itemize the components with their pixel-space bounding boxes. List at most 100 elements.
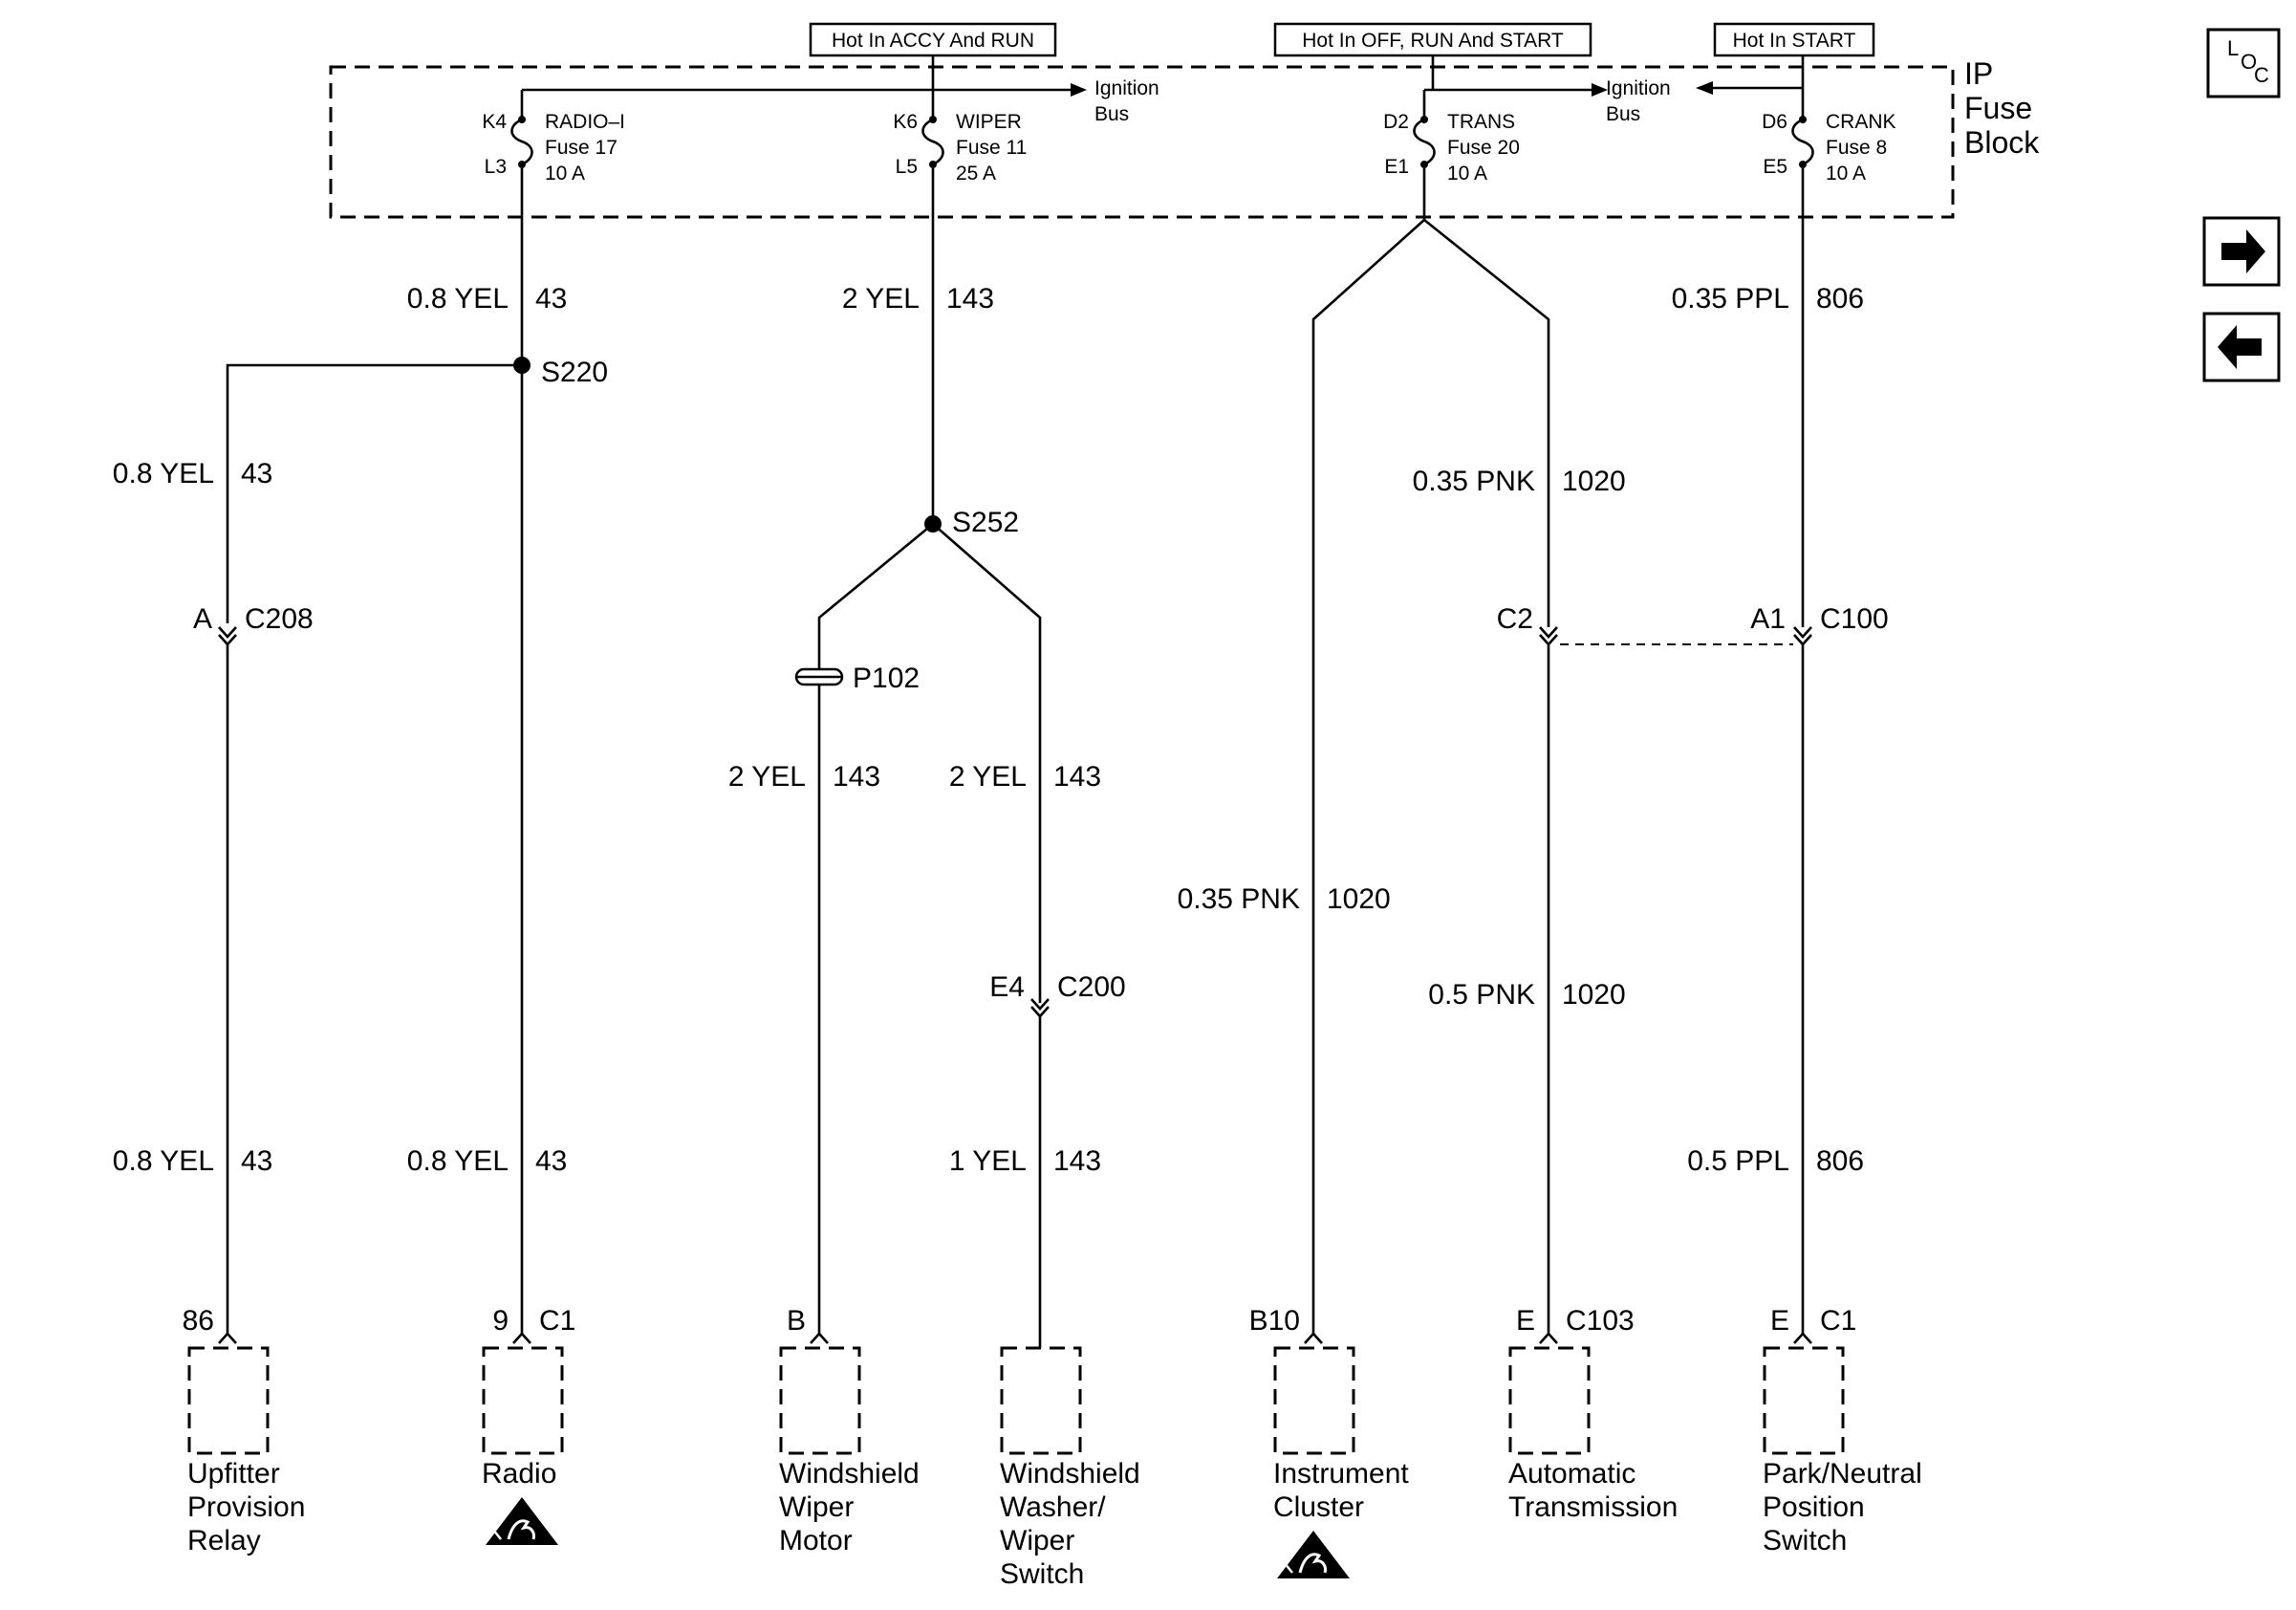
component-pin: B10	[1249, 1305, 1300, 1337]
component-label-line: Position	[1763, 1491, 1865, 1523]
component-label-line: Cluster	[1273, 1491, 1364, 1523]
component-connector: C1	[539, 1305, 575, 1337]
fuse-name: RADIO–I	[545, 111, 625, 133]
fuse-in-pin: D2	[1383, 111, 1409, 133]
component-label-line: Transmission	[1508, 1491, 1678, 1523]
fuse-in-pin: D6	[1762, 111, 1787, 133]
wire-upfitter-lower-circuit: 43	[241, 1145, 272, 1177]
splice-s252-label: S252	[952, 507, 1019, 538]
ip-fuse-block-label: IP Fuse Block	[1964, 56, 2040, 160]
connector-c200-name: C200	[1057, 971, 1126, 1003]
splice-s220-label: S220	[541, 357, 608, 388]
fuse-out-pin: L5	[896, 156, 918, 178]
component-label-line: Automatic	[1508, 1458, 1635, 1490]
component-pin: 86	[183, 1305, 214, 1337]
fuse-name: TRANS	[1447, 111, 1515, 133]
wire-radio-main-gauge: 0.8 YEL	[407, 283, 509, 315]
hot-label-accy-run: Hot In ACCY And RUN	[809, 22, 1057, 57]
ignition-bus-arrow-1	[1071, 83, 1087, 97]
pass-through-p102-label: P102	[853, 663, 920, 694]
component-label-line: Washer/	[1000, 1491, 1106, 1523]
connector-c208-name: C208	[245, 603, 314, 635]
connector-c100-c2-symbol	[1539, 626, 1558, 646]
component-label-line: Instrument	[1273, 1458, 1409, 1490]
component-label-line: Wiper	[779, 1491, 854, 1523]
fuse-amps: 10 A	[545, 163, 585, 185]
component-label-line: Upfitter	[187, 1458, 280, 1490]
wire-upfitter-upper-gauge: 0.8 YEL	[113, 458, 214, 490]
connector-c208-pin: A	[193, 603, 212, 635]
wire-crank-lower-circuit: 806	[1816, 1145, 1864, 1177]
fuse-name: WIPER	[956, 111, 1022, 133]
connector-c100-name: C100	[1820, 603, 1889, 635]
fuse-out-pin: L3	[485, 156, 507, 178]
wire-trans-lower-gauge: 0.5 PNK	[1428, 979, 1535, 1011]
fuse-out-pin: E1	[1384, 156, 1409, 178]
component-pin: E	[1770, 1305, 1789, 1337]
arrow-left-icon[interactable]	[2202, 312, 2281, 382]
hot-label-accy-run-text: Hot In ACCY And RUN	[832, 30, 1034, 52]
component-pin: B	[787, 1305, 806, 1337]
component-label-line: Park/Neutral	[1763, 1458, 1922, 1490]
fuse-number: Fuse 11	[956, 137, 1027, 159]
component-label-line: Relay	[187, 1525, 261, 1556]
ignition-bus-arrow-3	[1696, 81, 1713, 95]
fuse-in-pin: K4	[482, 111, 507, 133]
wire-washer-lower-circuit: 143	[1053, 1145, 1101, 1177]
pass-through-p102	[794, 667, 844, 686]
ignition-bus-label-2: Ignition Bus	[1606, 77, 1671, 125]
wire-cluster-gauge: 0.35 PNK	[1178, 883, 1300, 915]
fuse-name: CRANK	[1826, 111, 1896, 133]
esd-warning-icon	[1277, 1531, 1350, 1578]
ignition-bus-label-1: Ignition Bus	[1094, 77, 1159, 125]
component-connector: C103	[1566, 1305, 1635, 1337]
wire-cluster-circuit: 1020	[1327, 883, 1391, 915]
component-label-line: Motor	[779, 1525, 853, 1556]
svg-text:O: O	[2241, 50, 2257, 74]
component-label-line: Switch	[1763, 1525, 1847, 1556]
fuse-amps: 25 A	[956, 163, 996, 185]
arrow-right-icon[interactable]	[2202, 216, 2281, 287]
wire-wiper-main-gauge: 2 YEL	[842, 283, 920, 315]
component-label-line: Wiper	[1000, 1525, 1074, 1556]
ignition-bus-arrow-2	[1592, 83, 1608, 97]
svg-text:C: C	[2254, 63, 2269, 87]
fuse-in-pin: K6	[893, 111, 918, 133]
wire-washer-upper	[932, 523, 1042, 1003]
hot-label-off-run-start-text: Hot In OFF, RUN And START	[1302, 30, 1564, 52]
wire-washer-upper-circuit: 143	[1053, 761, 1101, 793]
svg-text:Fuse: Fuse	[1964, 91, 2032, 125]
fuse-number: Fuse 8	[1826, 137, 1887, 159]
wire-wiper-motor-gauge: 2 YEL	[728, 761, 806, 793]
fuse-amps: 10 A	[1826, 163, 1866, 185]
svg-text:Ignition: Ignition	[1094, 77, 1159, 99]
esd-warning-icon	[486, 1497, 558, 1545]
wire-radio-main-circuit: 43	[535, 283, 567, 315]
wire-wiper-main-circuit: 143	[946, 283, 994, 315]
wire-wiper-motor	[817, 522, 934, 1334]
component-pin: 9	[492, 1305, 509, 1337]
fuse-amps: 10 A	[1447, 163, 1487, 185]
wire-crank-lower-gauge: 0.5 PPL	[1687, 1145, 1789, 1177]
loc-icon[interactable]: L O C	[2206, 28, 2281, 98]
wire-washer-upper-gauge: 2 YEL	[949, 761, 1027, 793]
wire-trans-lower-circuit: 1020	[1562, 979, 1626, 1011]
hot-label-off-run-start: Hot In OFF, RUN And START	[1273, 22, 1592, 57]
connector-c100-pin: A1	[1750, 603, 1786, 635]
wire-crank-upper-circuit: 806	[1816, 283, 1864, 315]
svg-text:Bus: Bus	[1606, 103, 1640, 125]
svg-text:Bus: Bus	[1094, 103, 1129, 125]
